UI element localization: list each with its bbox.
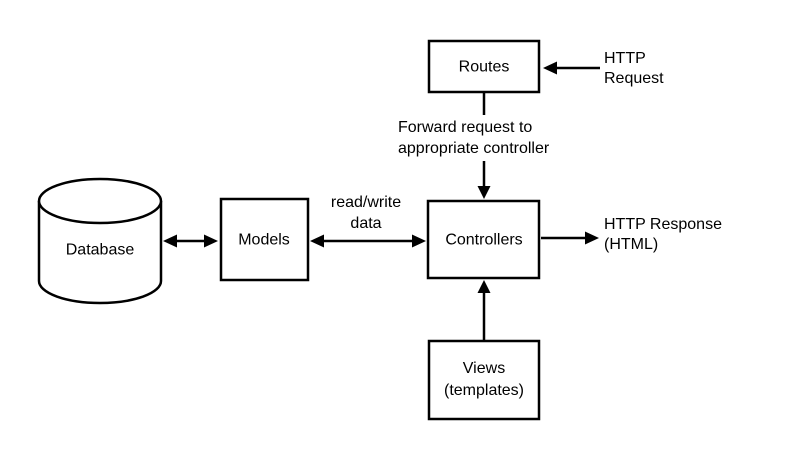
http-request-label-line1: HTTP [604,50,646,67]
forward-request-label: Forward request to appropriate controlle… [394,115,554,161]
controllers-label: Controllers [445,231,523,249]
database-cylinder-body [37,201,163,305]
http-response-label: HTTP Response (HTML) [604,215,722,255]
models-box [219,197,310,282]
database-cylinder-top [37,177,163,225]
read-write-label: read/write data [331,192,401,234]
forward-request-label-line1: Forward request to [398,119,533,136]
read-write-label-line2: data [350,215,382,232]
http-response-label-line2: (HTML) [604,236,659,253]
arrow-models-controllers [310,234,426,248]
routes-label: Routes [458,58,510,75]
arrow-views-to-controllers [477,280,491,340]
database-label: Database [65,241,135,259]
routes-box [427,39,541,94]
read-write-label-line1: read/write [330,194,402,211]
http-request-label: HTTP Request [604,49,664,89]
controllers-box [426,199,541,280]
database-cylinder [37,177,163,305]
views-label-line2: (templates) [443,382,525,399]
arrow-controllers-to-response [541,231,599,245]
models-label: Models [238,231,290,249]
http-response-label-line1: HTTP Response [604,216,722,233]
arrow-database-models [163,234,218,248]
forward-request-label-line2: appropriate controller [398,140,550,157]
http-request-label-line2: Request [604,70,664,87]
views-box [427,339,541,421]
views-label-line1: Views [462,360,506,377]
views-label: Views (templates) [444,358,524,402]
arrow-http-request-to-routes [543,61,600,75]
